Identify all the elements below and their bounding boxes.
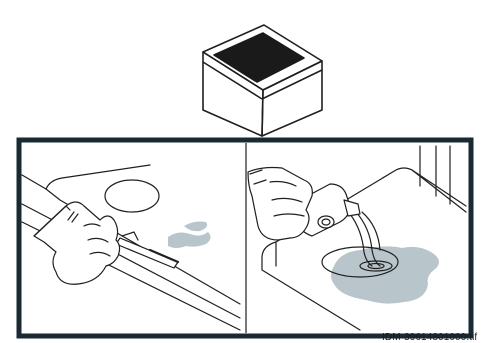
figure-caption: IDM-39614801000.tif <box>382 333 477 343</box>
hob-icon <box>203 25 322 136</box>
